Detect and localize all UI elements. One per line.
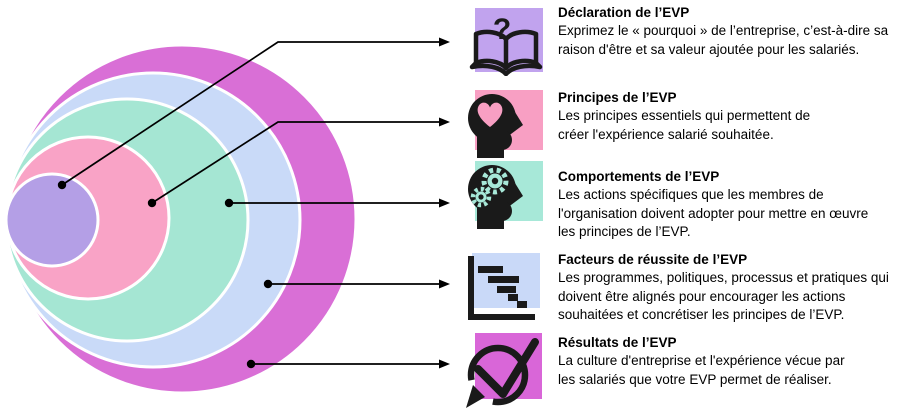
connector-facteurs [263,279,450,289]
gear-small [470,186,492,208]
item-facteurs: Facteurs de réussite de l’EVP Les progra… [558,251,900,325]
connector-principes [147,117,450,208]
gantt-chart-icon [468,253,540,320]
item-principes: Principes de l’EVP Les principes essenti… [558,89,900,144]
item-description: Les principes essentiels qui permettent … [558,108,811,142]
item-description: La culture d'entreprise et l'expérience … [558,353,845,387]
gantt-bars [468,256,535,320]
connector-resultats [246,359,450,369]
item-title: Résultats de l’EVP [558,335,677,350]
gear-large [481,167,509,195]
concentric-rings-chart [4,37,450,395]
cycle-arrow-shape [466,344,529,408]
item-title: Facteurs de réussite de l’EVP [558,252,748,267]
item-resultats: Résultats de l’EVP La culture d'entrepri… [558,334,900,389]
checkmark-shape [474,338,539,398]
connector-declaration [57,37,450,190]
head-heart-icon [468,90,543,158]
ring-declaration [4,172,100,268]
item-title: Comportements de l’EVP [558,169,720,184]
book-question-icon: ? [469,8,543,76]
head-gears-icon [468,161,543,229]
item-description: Exprimez le « pourquoi » de l’entreprise… [558,23,889,57]
circular-arrow-check-icon [466,333,542,408]
item-description: Les programmes, politiques, processus et… [558,270,889,323]
connector-comportements [224,198,450,208]
open-book-shape [469,29,543,76]
question-mark-glyph: ? [493,13,511,46]
heart-shape [477,102,503,127]
item-title: Déclaration de l’EVP [558,5,690,20]
item-declaration: Déclaration de l’EVP Exprimez le « pourq… [558,4,900,59]
item-comportements: Comportements de l’EVP Les actions spéci… [558,168,900,242]
item-description: Les actions spécifiques que les membres … [558,187,869,240]
item-title: Principes de l’EVP [558,90,677,105]
